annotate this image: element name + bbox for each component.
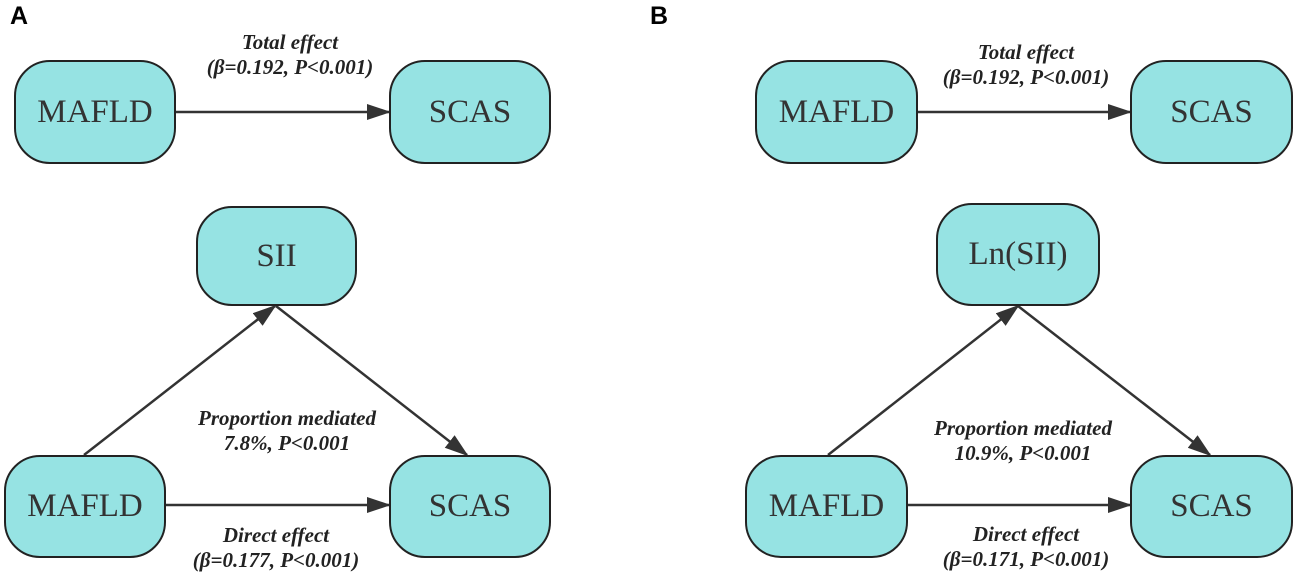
panel-a: A Total effect (β=0.192, P<0.001) MAFLD … bbox=[0, 0, 640, 579]
arrows bbox=[83, 104, 469, 513]
proportion-mediated-title: Proportion mediated bbox=[934, 416, 1112, 440]
exposure-to-mediator-arrow bbox=[83, 304, 277, 456]
scas-node: SCAS bbox=[1130, 455, 1293, 558]
proportion-mediated-annotation: Proportion mediated 10.9%, P<0.001 bbox=[908, 416, 1138, 466]
mafld-node: MAFLD bbox=[745, 455, 908, 558]
total-effect-stats: (β=0.192, P<0.001) bbox=[206, 55, 374, 79]
mediator-to-outcome-arrow bbox=[1017, 305, 1212, 457]
scas-node: SCAS bbox=[1130, 60, 1293, 164]
total-effect-stats: (β=0.192, P<0.001) bbox=[942, 65, 1110, 89]
mafld-node: MAFLD bbox=[755, 60, 918, 164]
direct-effect-title: Direct effect bbox=[972, 522, 1080, 546]
mediator-node: Ln(SII) bbox=[936, 203, 1100, 306]
direct-effect-annotation: Direct effect (β=0.171, P<0.001) bbox=[926, 522, 1126, 572]
direct-effect-annotation: Direct effect (β=0.177, P<0.001) bbox=[176, 523, 376, 573]
scas-node: SCAS bbox=[389, 455, 551, 558]
proportion-mediated-stats: 10.9%, P<0.001 bbox=[954, 441, 1092, 465]
proportion-mediated-title: Proportion mediated bbox=[198, 406, 376, 430]
mediator-to-outcome-arrow bbox=[275, 305, 469, 457]
total-effect-title: Total effect bbox=[241, 30, 339, 54]
mediator-node: SII bbox=[196, 206, 357, 306]
exposure-to-mediator-arrow bbox=[827, 304, 1020, 456]
mafld-node: MAFLD bbox=[4, 455, 166, 558]
proportion-mediated-annotation: Proportion mediated 7.8%, P<0.001 bbox=[172, 406, 402, 456]
panel-label: B bbox=[650, 2, 669, 30]
proportion-mediated-stats: 7.8%, P<0.001 bbox=[223, 431, 351, 455]
mafld-node: MAFLD bbox=[14, 60, 176, 164]
panel-label: A bbox=[10, 2, 29, 30]
direct-effect-stats: (β=0.177, P<0.001) bbox=[192, 548, 360, 572]
direct-effect-title: Direct effect bbox=[222, 523, 330, 547]
scas-node: SCAS bbox=[389, 60, 551, 164]
total-effect-title: Total effect bbox=[977, 40, 1075, 64]
panel-b: B Total effect (β=0.192, P<0.001) MAFLD … bbox=[650, 0, 1293, 579]
total-effect-annotation: Total effect (β=0.192, P<0.001) bbox=[926, 40, 1126, 90]
arrows bbox=[827, 104, 1212, 513]
total-effect-annotation: Total effect (β=0.192, P<0.001) bbox=[190, 30, 390, 80]
direct-effect-stats: (β=0.171, P<0.001) bbox=[942, 547, 1110, 571]
